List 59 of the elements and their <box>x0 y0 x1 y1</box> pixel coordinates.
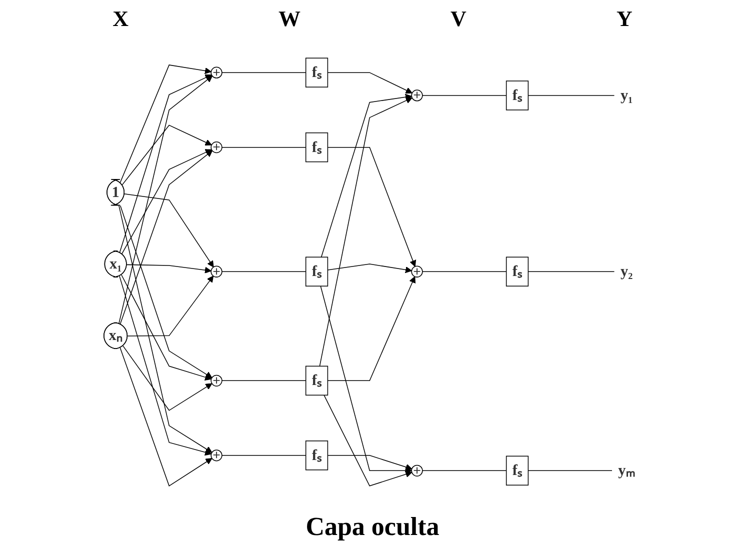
arrow <box>319 97 412 367</box>
node-circle: + <box>411 266 423 278</box>
arrow <box>119 276 212 456</box>
arrow <box>124 194 214 268</box>
connector <box>422 470 507 472</box>
connector <box>422 95 507 96</box>
node-circle: + <box>210 142 222 154</box>
arrow <box>327 264 412 274</box>
arrow <box>127 276 214 336</box>
arrow <box>118 205 212 453</box>
node-box: fₛ <box>506 80 529 110</box>
node-box: fₛ <box>305 132 328 162</box>
arrow <box>320 286 412 474</box>
node-box: fₛ <box>506 456 529 486</box>
arrow <box>324 394 412 486</box>
arrow <box>121 274 212 381</box>
arrow <box>120 347 212 486</box>
column-heading: X <box>112 6 129 32</box>
connector <box>528 470 612 472</box>
arrow <box>119 74 212 254</box>
column-heading: W <box>278 6 301 32</box>
arrow <box>327 276 416 382</box>
arrow <box>327 146 416 267</box>
connector <box>222 146 306 148</box>
arrow <box>121 149 212 254</box>
column-heading: V <box>450 6 466 32</box>
node-circle: + <box>210 374 222 386</box>
arrow <box>122 124 212 186</box>
connector <box>422 271 507 272</box>
node-text: y₂ <box>620 263 633 280</box>
connector <box>528 271 615 272</box>
arrow <box>327 455 412 470</box>
arrow <box>122 346 212 411</box>
arrow <box>120 205 212 378</box>
arrow <box>320 94 412 258</box>
arrow <box>120 64 212 184</box>
node-circle: + <box>411 90 423 102</box>
node-circle: + <box>210 66 222 78</box>
arrow <box>327 72 412 94</box>
node-box: fₛ <box>305 366 328 396</box>
node-circle: + <box>210 450 222 462</box>
node-circle: + <box>210 266 222 278</box>
arrow <box>118 76 213 324</box>
node-box: fₛ <box>305 440 328 470</box>
connector <box>222 380 306 382</box>
node-circle: + <box>411 464 423 476</box>
node-text: yₘ <box>618 462 635 480</box>
node-box: fₛ <box>506 256 529 286</box>
arrow <box>126 264 212 274</box>
node-box: fₛ <box>305 58 328 88</box>
column-heading: Y <box>616 6 632 32</box>
connector <box>222 455 306 456</box>
connector <box>222 271 306 272</box>
caption: Capa oculta <box>306 512 440 542</box>
node-box: fₛ <box>305 256 328 286</box>
arrow <box>120 150 213 325</box>
connector <box>222 72 306 73</box>
connector <box>528 95 615 96</box>
node-text: y₁ <box>620 87 633 104</box>
